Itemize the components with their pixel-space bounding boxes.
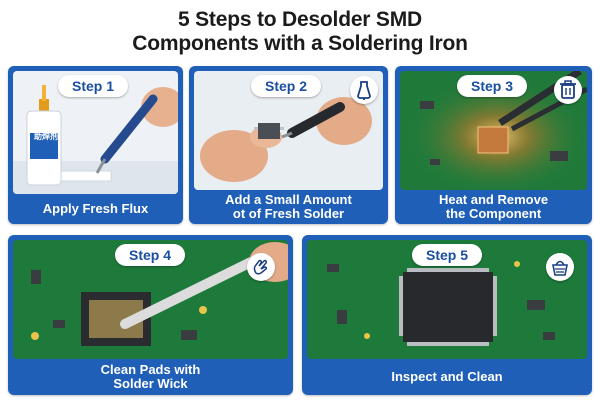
page-title: 5 Steps to Desolder SMD Components with … xyxy=(0,8,600,56)
step-1-card: 助焊剂 Step 1 Apply Fresh Flux xyxy=(8,66,183,224)
step-4-caption-line-2: Solder Wick xyxy=(113,376,188,391)
step-3-icon xyxy=(554,76,582,104)
step-5-caption-line-1: Inspect and Clean xyxy=(391,369,503,384)
step-1-label: Step 1 xyxy=(58,75,129,97)
step-4-icon xyxy=(247,253,275,281)
step-3-caption-line-2: the Component xyxy=(445,206,542,221)
step-2-caption-line-2: ot of Fresh Solder xyxy=(232,206,345,221)
step-3-caption: Heat and Remove the Component xyxy=(395,190,592,224)
step-5-label: Step 5 xyxy=(412,244,483,266)
step-4-label: Step 4 xyxy=(115,244,186,266)
step-3-photo xyxy=(400,71,587,190)
step-4-caption: Clean Pads with Solder Wick xyxy=(8,359,293,395)
step-5-icon xyxy=(546,253,574,281)
heat-removal-image xyxy=(400,71,587,190)
step-3-caption-line-1: Heat and Remove xyxy=(438,192,549,207)
title-line-2: Components with a Soldering Iron xyxy=(132,32,468,55)
step-4-card: Step 4 Clean Pads with Solder Wick xyxy=(8,235,293,395)
title-line-1: 5 Steps to Desolder SMD xyxy=(178,8,422,31)
step-2-card: Step 2 Add a Small Amount ot of Fresh So… xyxy=(189,66,388,224)
step-5-card: Step 5 Inspect and Clean xyxy=(302,235,592,395)
soldering-iron-icon xyxy=(357,81,371,100)
step-1-caption-line-1: Apply Fresh Flux xyxy=(42,201,149,216)
step-5-caption: Inspect and Clean xyxy=(302,359,592,395)
step-2-caption: Add a Small Amount ot of Fresh Solder xyxy=(189,190,388,224)
hand-icon xyxy=(253,259,268,275)
step-2-icon xyxy=(350,76,378,104)
step-4-caption-line-1: Clean Pads with xyxy=(100,362,201,377)
step-3-label: Step 3 xyxy=(457,75,528,97)
step-2-label: Step 2 xyxy=(251,75,322,97)
step-3-card: Step 3 Heat and Remove the Component xyxy=(395,66,592,224)
basket-icon xyxy=(552,260,568,276)
step-1-caption: Apply Fresh Flux xyxy=(8,194,183,224)
trash-can-icon xyxy=(560,80,576,99)
step-2-caption-line-1: Add a Small Amount xyxy=(225,192,352,207)
flux-bottle-label: 助焊剂 xyxy=(34,132,58,141)
